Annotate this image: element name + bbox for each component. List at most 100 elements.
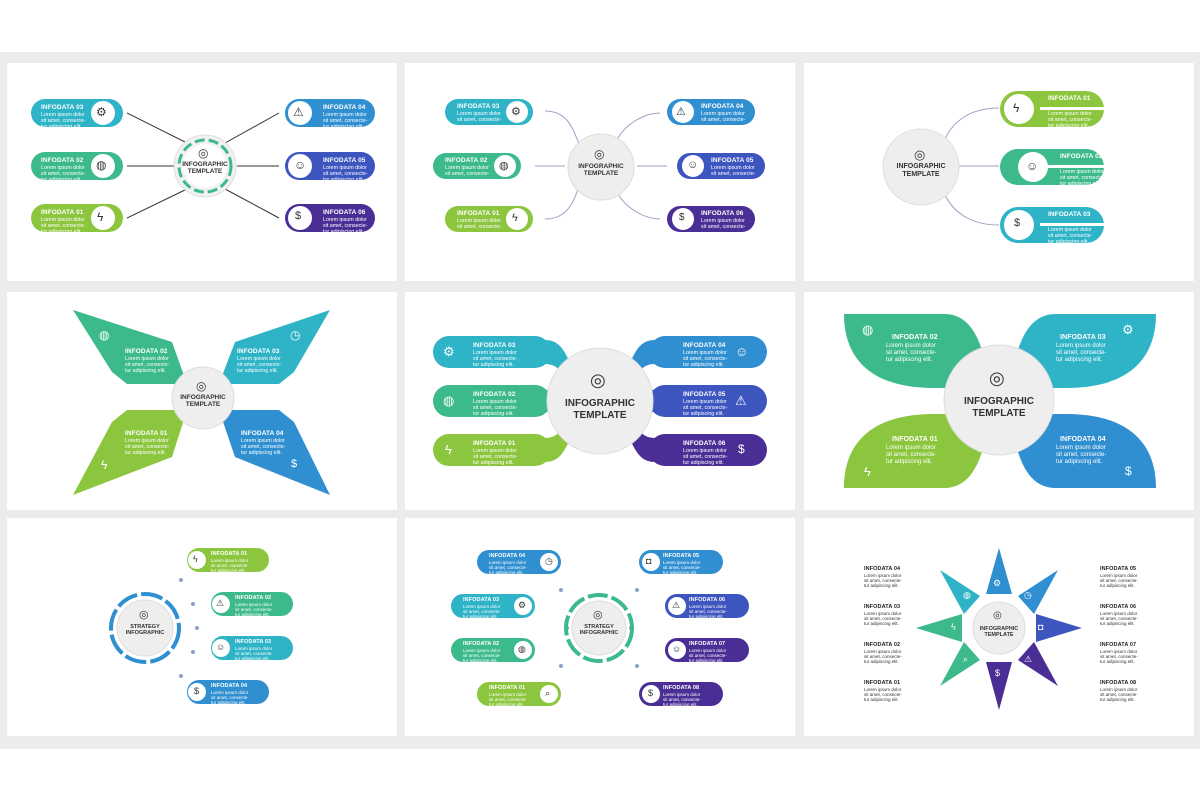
globe-icon: ◍ [518,644,526,654]
infodata-03-text: Lorem ipsum dolor sit amet, consecte- tu… [473,350,518,369]
infodata-03-text: Lorem ipsum dolor sit amet, consecte- tu… [237,356,282,375]
dollar-icon: $ [194,686,200,696]
target-icon: ◎ [198,146,209,160]
bulb-icon: ϟ [864,464,871,479]
infodata-02-text: Lorem ipsum dolor sit amet, consecte- [445,165,490,178]
center-title-line-2: TEMPLATE [185,401,221,409]
infodata-02-title: INFODATA 02 [41,157,84,164]
infodata-02-title: INFODATA 02 [235,595,272,601]
bulb-icon: ϟ [1013,101,1020,115]
center-title-line-1: STRATEGY [130,624,160,630]
infodata-04-title: INFODATA 04 [701,103,744,110]
user-icon: ☺ [672,644,682,654]
search-icon: ⌕ [545,688,551,698]
infodata-07-text: Lorem ipsum dolor sit amet, consecte- tu… [1100,649,1138,664]
bulb-icon: ϟ [193,554,198,564]
panel-4-graphic [73,310,330,495]
bulb-icon: ϟ [951,622,956,632]
infodata-05-text: Lorem ipsum dolor sit amet, consecte- tu… [323,165,368,184]
center-title-line-1: INFOGRAPHIC [182,161,228,168]
center-title-line-1: INFOGRAPHIC [964,396,1034,407]
target-icon: ◎ [989,368,1005,388]
infodata-01-text: Lorem ipsum dolor sit amet, consecte- tu… [489,692,527,707]
target-icon: ◎ [139,609,149,621]
infodata-03-text: Lorem ipsum dolor sit amet, consecte- tu… [41,112,86,131]
center-title-line-2: TEMPLATE [972,407,1026,419]
center-title: STRATEGY INFOGRAPHIC [120,624,170,637]
globe-icon: ◍ [499,160,509,172]
infodata-02-text: Lorem ipsum dolor sit amet, consecte- tu… [473,399,518,418]
globe-icon: ◍ [862,322,874,337]
panel-3: INFODATA 01 Lorem ipsum dolor sit amet, … [804,63,1194,281]
infodata-07-text: Lorem ipsum dolor sit amet, consecte- tu… [689,648,727,663]
infodata-05-title: INFODATA 05 [711,157,754,164]
infodata-01-text: Lorem ipsum dolor sit amet, consecte- tu… [211,558,249,573]
infodata-04-title: INFODATA 04 [323,104,366,111]
panel-2-graphic [433,99,765,232]
user-icon: ☺ [735,344,749,359]
clock-icon: ◷ [290,328,301,342]
infodata-01-title: INFODATA 01 [125,430,168,437]
infodata-04-text: Lorem ipsum dolor sit amet, consecte- tu… [323,112,368,131]
infodata-04-text: Lorem ipsum dolor sit amet, consecte- tu… [1056,445,1107,465]
infodata-03-title: INFODATA 03 [1060,334,1106,341]
dollar-icon: $ [995,668,1001,678]
infodata-02-title: INFODATA 02 [864,642,901,648]
panel-5: INFODATA 03 Lorem ipsum dolor sit amet, … [405,292,795,510]
chat-icon: ◘ [646,556,652,566]
infodata-02-text: Lorem ipsum dolor sit amet, consecte- tu… [125,356,170,375]
center-title: STRATEGY INFOGRAPHIC [574,624,624,637]
infodata-06-text: Lorem ipsum dolor sit amet, consecte- tu… [323,217,368,236]
infodata-08-title: INFODATA 08 [663,685,700,691]
gear-icon: ⚙ [511,106,521,118]
center-title: INFOGRAPHIC TEMPLATE [886,163,956,179]
infodata-03-title: INFODATA 03 [235,639,272,645]
infodata-06-title: INFODATA 06 [689,597,726,603]
infodata-01-text: Lorem ipsum dolor sit amet, consecte- tu… [1048,111,1093,130]
clock-icon: ◷ [1024,590,1032,600]
infodata-04-title: INFODATA 04 [1060,436,1106,443]
infodata-07-title: INFODATA 07 [1100,642,1137,648]
infodata-01-title: INFODATA 01 [457,210,500,217]
dollar-icon: $ [679,212,685,223]
infodata-05-text: Lorem ipsum dolor sit amet, consecte- tu… [663,560,701,575]
center-title-line-1: STRATEGY [584,624,614,630]
infodata-04-title: INFODATA 04 [211,683,248,689]
infodata-01-text: Lorem ipsum dolor sit amet, consecte- tu… [473,448,518,467]
bulb-icon: ϟ [445,442,452,457]
user-icon: ☺ [1026,159,1039,173]
infodata-03-text: Lorem ipsum dolor sit amet, consecte- tu… [1056,343,1107,363]
infodata-01-text: Lorem ipsum dolor sit amet, consecte- tu… [886,445,937,465]
infodata-02-text: Lorem ipsum dolor sit amet, consecte- tu… [864,649,902,664]
center-title: INFOGRAPHIC TEMPLATE [949,396,1049,419]
infodata-02-text: Lorem ipsum dolor sit amet, consecte- tu… [886,343,937,363]
infodata-06-title: INFODATA 06 [1100,604,1137,610]
globe-icon: ◍ [963,590,971,600]
center-title: INFOGRAPHIC TEMPLATE [550,398,650,421]
infodata-04-text: Lorem ipsum dolor sit amet, consecte- tu… [683,350,728,369]
panel-8: INFODATA 04 Lorem ipsum dolor sit amet, … [405,518,795,736]
panel-6: INFODATA 02 Lorem ipsum dolor sit amet, … [804,292,1194,510]
infodata-03-title: INFODATA 03 [864,604,901,610]
infodata-03-title: INFODATA 03 [473,342,516,349]
panel-9-graphic [916,548,1082,710]
target-icon: ◎ [594,147,605,161]
infodata-07-title: INFODATA 07 [689,641,726,647]
infodata-01-title: INFODATA 01 [892,436,938,443]
center-title: INFOGRAPHIC TEMPLATE [974,626,1024,639]
warning-icon: ⚠ [1024,654,1033,664]
infodata-05-title: INFODATA 05 [683,391,726,398]
center-title-line-1: INFOGRAPHIC [180,394,226,401]
target-icon: ◎ [914,147,926,162]
infodata-01-text: Lorem ipsum dolor sit amet, consecte- tu… [41,217,86,236]
infodata-01-title: INFODATA 01 [489,685,526,691]
panel-3-graphic [882,91,1104,243]
infodata-08-text: Lorem ipsum dolor sit amet, consecte- tu… [1100,687,1138,702]
warning-icon: ⚠ [293,105,304,119]
infodata-03-text: Lorem ipsum dolor sit amet, consecte- tu… [235,646,273,661]
dollar-icon: $ [738,442,745,456]
panel-9: INFODATA 04 Lorem ipsum dolor sit amet, … [804,518,1194,736]
infodata-05-text: Lorem ipsum dolor sit amet, consecte- tu… [1100,573,1138,588]
infodata-04-title: INFODATA 04 [241,430,284,437]
infodata-02-text: Lorem ipsum dolor sit amet, consecte- tu… [463,648,501,663]
